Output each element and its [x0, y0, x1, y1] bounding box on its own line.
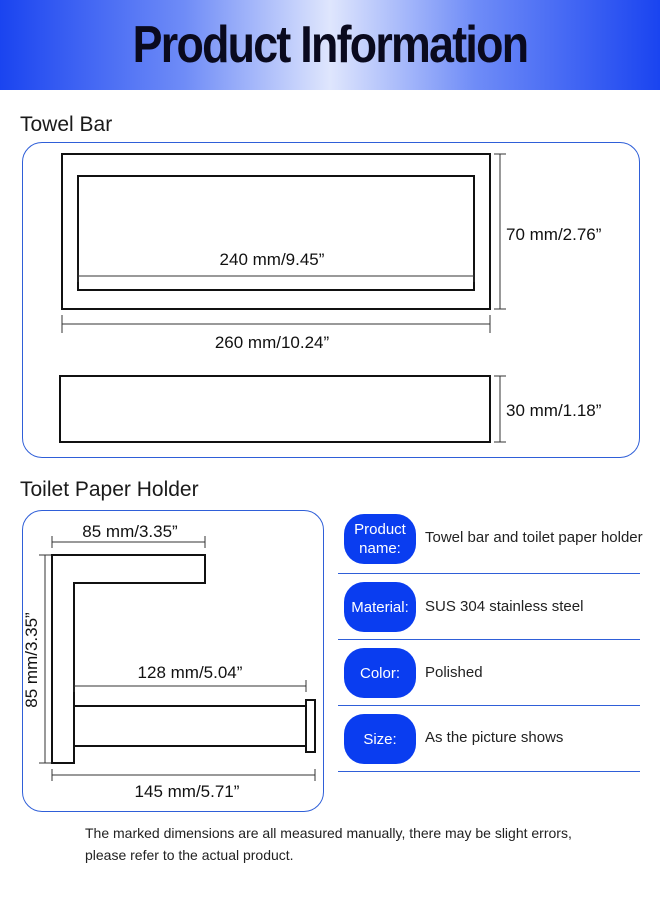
- paper-holder-drawing: 85 mm/3.35” 85 mm/3.35” 128 mm/5.04” 145…: [22, 522, 316, 801]
- spec-value: Polished: [425, 664, 483, 681]
- paper-holder-total-length-label: 145 mm/5.71”: [134, 782, 239, 801]
- towel-bar-height-label: 70 mm/2.76”: [506, 225, 602, 244]
- paper-holder-rod: [72, 704, 307, 747]
- spec-value: As the picture shows: [425, 729, 564, 746]
- paper-holder-diagram-box: 85 mm/3.35” 85 mm/3.35” 128 mm/5.04” 145…: [22, 510, 324, 812]
- spec-label-pill: Size:: [344, 714, 416, 764]
- spec-label-pill: Material:: [344, 582, 416, 632]
- towel-bar-side-profile: [58, 374, 491, 443]
- spec-label-pill: Color:: [344, 648, 416, 698]
- towel-bar-outer-length-label: 260 mm/10.24”: [214, 333, 329, 352]
- paper-holder-bar-length-label: 128 mm/5.04”: [137, 663, 242, 682]
- spec-row-size: Size: As the picture shows: [338, 705, 640, 772]
- paper-holder-end-cap: [304, 698, 316, 753]
- towel-bar-diagram-box: 240 mm/9.45” 260 mm/10.24” 70 mm/2.76” 3…: [22, 142, 640, 458]
- paper-holder-top-arm-label: 85 mm/3.35”: [82, 522, 178, 541]
- towel-bar-depth-label: 30 mm/1.18”: [506, 401, 602, 420]
- towel-bar-inner-frame: [76, 174, 475, 291]
- towel-bar-drawing: 240 mm/9.45” 260 mm/10.24” 70 mm/2.76” 3…: [58, 152, 602, 443]
- paper-holder-title: Toilet Paper Holder: [20, 478, 199, 501]
- towel-bar-outer-frame: [60, 152, 491, 310]
- spec-value: SUS 304 stainless steel: [425, 598, 584, 615]
- towel-bar-inner-length-label: 240 mm/9.45”: [219, 250, 324, 269]
- spec-row-material: Material: SUS 304 stainless steel: [338, 573, 640, 640]
- header-banner: [0, 0, 660, 90]
- towel-bar-title: Towel Bar: [20, 113, 113, 136]
- spec-value: Towel bar and toilet paper holder: [425, 529, 643, 546]
- paper-holder-height-label: 85 mm/3.35”: [22, 611, 41, 707]
- spec-row-color: Color: Polished: [338, 639, 640, 706]
- spec-row-product-name: Product name: Towel bar and toilet paper…: [338, 507, 643, 574]
- page-title: Product Information: [132, 16, 529, 74]
- paper-holder-bracket: [50, 553, 206, 764]
- spec-label-pill: Product name:: [344, 514, 416, 564]
- footer-note: The marked dimensions are all measured m…: [85, 825, 572, 863]
